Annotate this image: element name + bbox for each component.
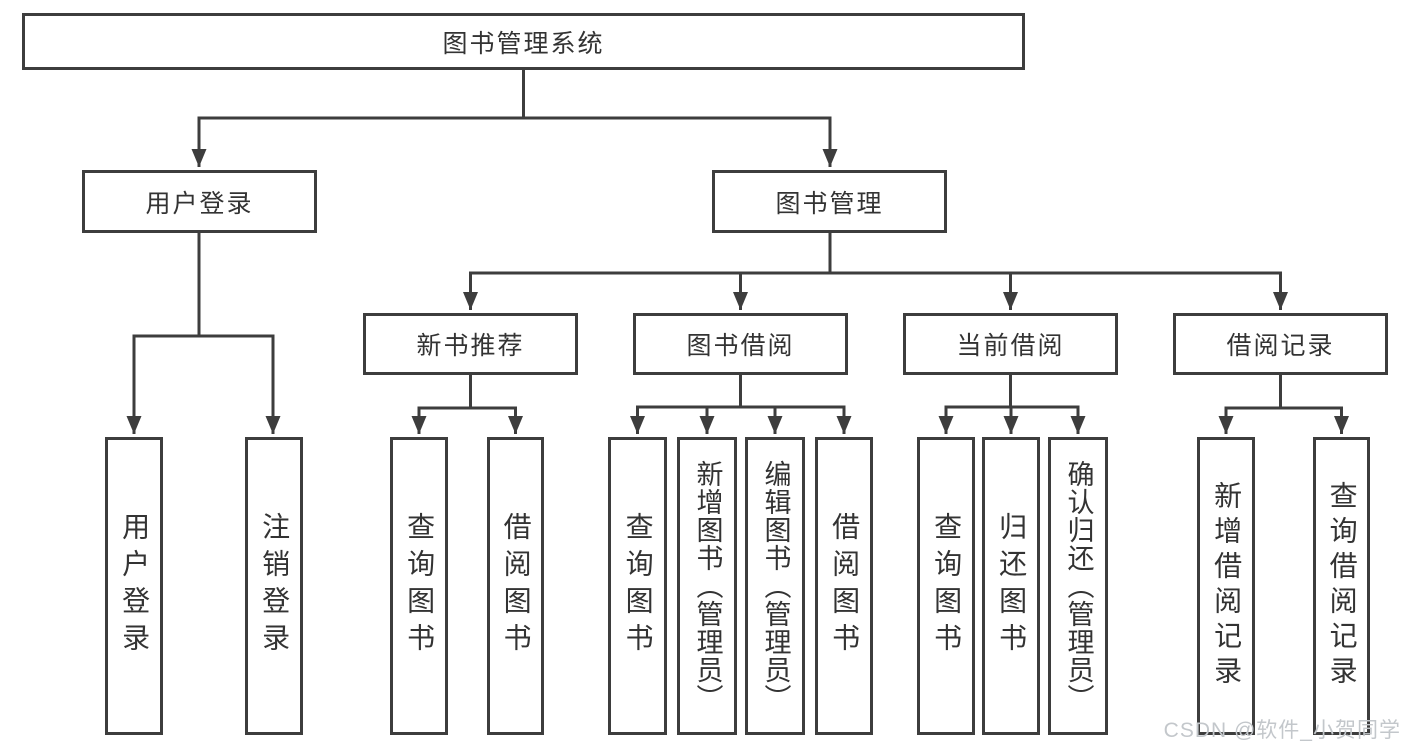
node-new-book-recommend: 新书推荐 — [363, 313, 578, 375]
node-current-borrow: 当前借阅 — [903, 313, 1118, 375]
node-root-label: 图书管理系统 — [442, 29, 605, 58]
leaf-query-borrow-record: 查询借阅记录 — [1313, 437, 1370, 735]
leaf-query-book-current: 查询图书 — [917, 437, 975, 735]
leaf-add-borrow-record: 新增借阅记录 — [1197, 437, 1255, 735]
leaf-confirm-return-admin: 确认归还（管理员） — [1048, 437, 1108, 735]
connector-book-borrow-group — [630, 375, 852, 434]
leaf-query-book-recommend: 查询图书 — [390, 437, 448, 735]
connector-root — [191, 70, 838, 167]
leaf-return-book: 归还图书 — [982, 437, 1040, 735]
leaf-confirm-return-admin-label: 确认归还（管理员） — [1063, 460, 1094, 712]
leaf-query-book-borrow-label: 查询图书 — [622, 512, 654, 660]
leaf-borrow-book-recommend: 借阅图书 — [487, 437, 544, 735]
leaf-user-login: 用户登录 — [105, 437, 163, 735]
leaf-return-book-label: 归还图书 — [996, 512, 1028, 660]
connector-borrow-record-group — [1218, 375, 1349, 434]
leaf-edit-book-admin: 编辑图书（管理员） — [745, 437, 805, 735]
node-current-borrow-label: 当前借阅 — [956, 332, 1065, 360]
connector-current-borrow-group — [938, 375, 1086, 434]
connector-new-book-group — [411, 375, 523, 434]
leaf-add-book-admin-label: 新增图书（管理员） — [692, 460, 723, 712]
leaf-logout-label: 注销登录 — [259, 512, 291, 660]
node-new-book-recommend-label: 新书推荐 — [416, 332, 525, 360]
node-book-management-label: 图书管理 — [775, 189, 884, 218]
leaf-borrow-book-recommend-label: 借阅图书 — [500, 512, 532, 660]
node-borrow-records: 借阅记录 — [1173, 313, 1388, 375]
leaf-query-book-recommend-label: 查询图书 — [404, 512, 436, 660]
node-root-system: 图书管理系统 — [22, 13, 1025, 70]
node-book-management: 图书管理 — [712, 170, 947, 233]
node-user-login-label: 用户登录 — [145, 189, 254, 218]
leaf-borrow-book-label: 借阅图书 — [829, 512, 861, 660]
csdn-watermark: CSDN @软件_小贺同学 — [1163, 719, 1401, 742]
leaf-edit-book-admin-label: 编辑图书（管理员） — [760, 460, 791, 712]
node-book-borrow: 图书借阅 — [633, 313, 848, 375]
leaf-borrow-book: 借阅图书 — [815, 437, 873, 735]
node-book-borrow-label: 图书借阅 — [686, 332, 795, 360]
leaf-add-borrow-record-label: 新增借阅记录 — [1211, 481, 1243, 691]
leaf-add-book-admin: 新增图书（管理员） — [677, 437, 737, 735]
connector-user-login-group — [126, 233, 281, 434]
node-user-login: 用户登录 — [82, 170, 317, 233]
node-borrow-records-label: 借阅记录 — [1226, 332, 1335, 360]
leaf-query-borrow-record-label: 查询借阅记录 — [1326, 481, 1358, 691]
leaf-query-book-borrow: 查询图书 — [608, 437, 667, 735]
connector-book-mgmt-group — [463, 233, 1288, 310]
leaf-user-login-label: 用户登录 — [119, 512, 151, 660]
leaf-logout: 注销登录 — [245, 437, 303, 735]
leaf-query-book-current-label: 查询图书 — [931, 512, 963, 660]
